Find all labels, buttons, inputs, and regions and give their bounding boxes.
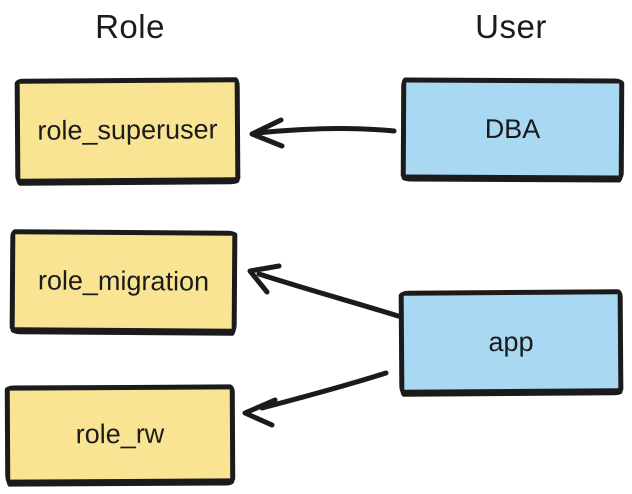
role-node-migration-label: role_migration xyxy=(37,265,210,297)
user-node-dba: DBA xyxy=(400,77,625,181)
arrow-shaft xyxy=(259,370,389,411)
user-node-dba-label: DBA xyxy=(484,113,541,144)
user-node-app-label: app xyxy=(488,326,534,357)
arrow-app-to-role-migration xyxy=(247,263,401,319)
role-node-migration: role_migration xyxy=(9,229,238,334)
role-node-rw-label: role_rw xyxy=(75,418,165,450)
role-node-superuser-label: role_superuser xyxy=(37,114,218,146)
arrowhead-up-left-icon xyxy=(247,263,282,295)
column-title-role: Role xyxy=(95,8,165,45)
arrowhead-down-left-icon xyxy=(242,397,278,428)
role-node-superuser: role_superuser xyxy=(14,77,241,184)
arrow-shaft xyxy=(256,271,401,319)
arrow-dba-to-role-superuser xyxy=(249,117,397,149)
column-title-user: User xyxy=(475,8,547,45)
arrowhead-left-icon xyxy=(249,117,285,149)
arrow-app-to-role-rw xyxy=(242,370,389,428)
user-node-app: app xyxy=(398,289,624,395)
role-node-rw: role_rw xyxy=(4,384,236,485)
arrow-shaft xyxy=(253,126,397,136)
